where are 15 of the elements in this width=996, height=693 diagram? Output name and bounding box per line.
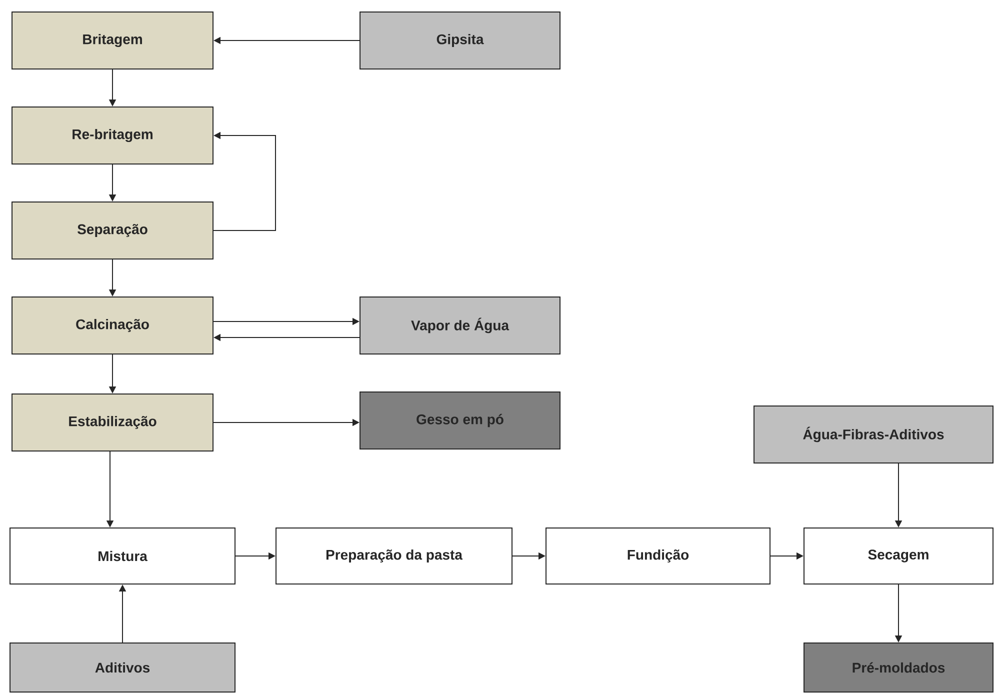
process-box: Britagem bbox=[12, 12, 214, 70]
process-box: Preparação da pasta bbox=[276, 528, 512, 584]
process-box: Calcinação bbox=[12, 296, 214, 354]
process-box: Separação bbox=[12, 202, 214, 260]
input-box: Vapor de Água bbox=[360, 296, 560, 354]
input-box: Aditivos bbox=[10, 642, 236, 692]
input-box: Água-Fibras-Aditivos bbox=[754, 406, 994, 464]
process-box: Secagem bbox=[804, 528, 994, 584]
process-box: Mistura bbox=[10, 528, 236, 584]
process-box: Estabilização bbox=[12, 394, 214, 452]
product-box: Gesso em pó bbox=[360, 392, 560, 450]
process-box: Fundição bbox=[546, 528, 770, 584]
process-box: Re-britagem bbox=[12, 106, 214, 164]
input-box: Gipsita bbox=[360, 12, 560, 70]
product-box: Pré-moldados bbox=[804, 642, 994, 692]
